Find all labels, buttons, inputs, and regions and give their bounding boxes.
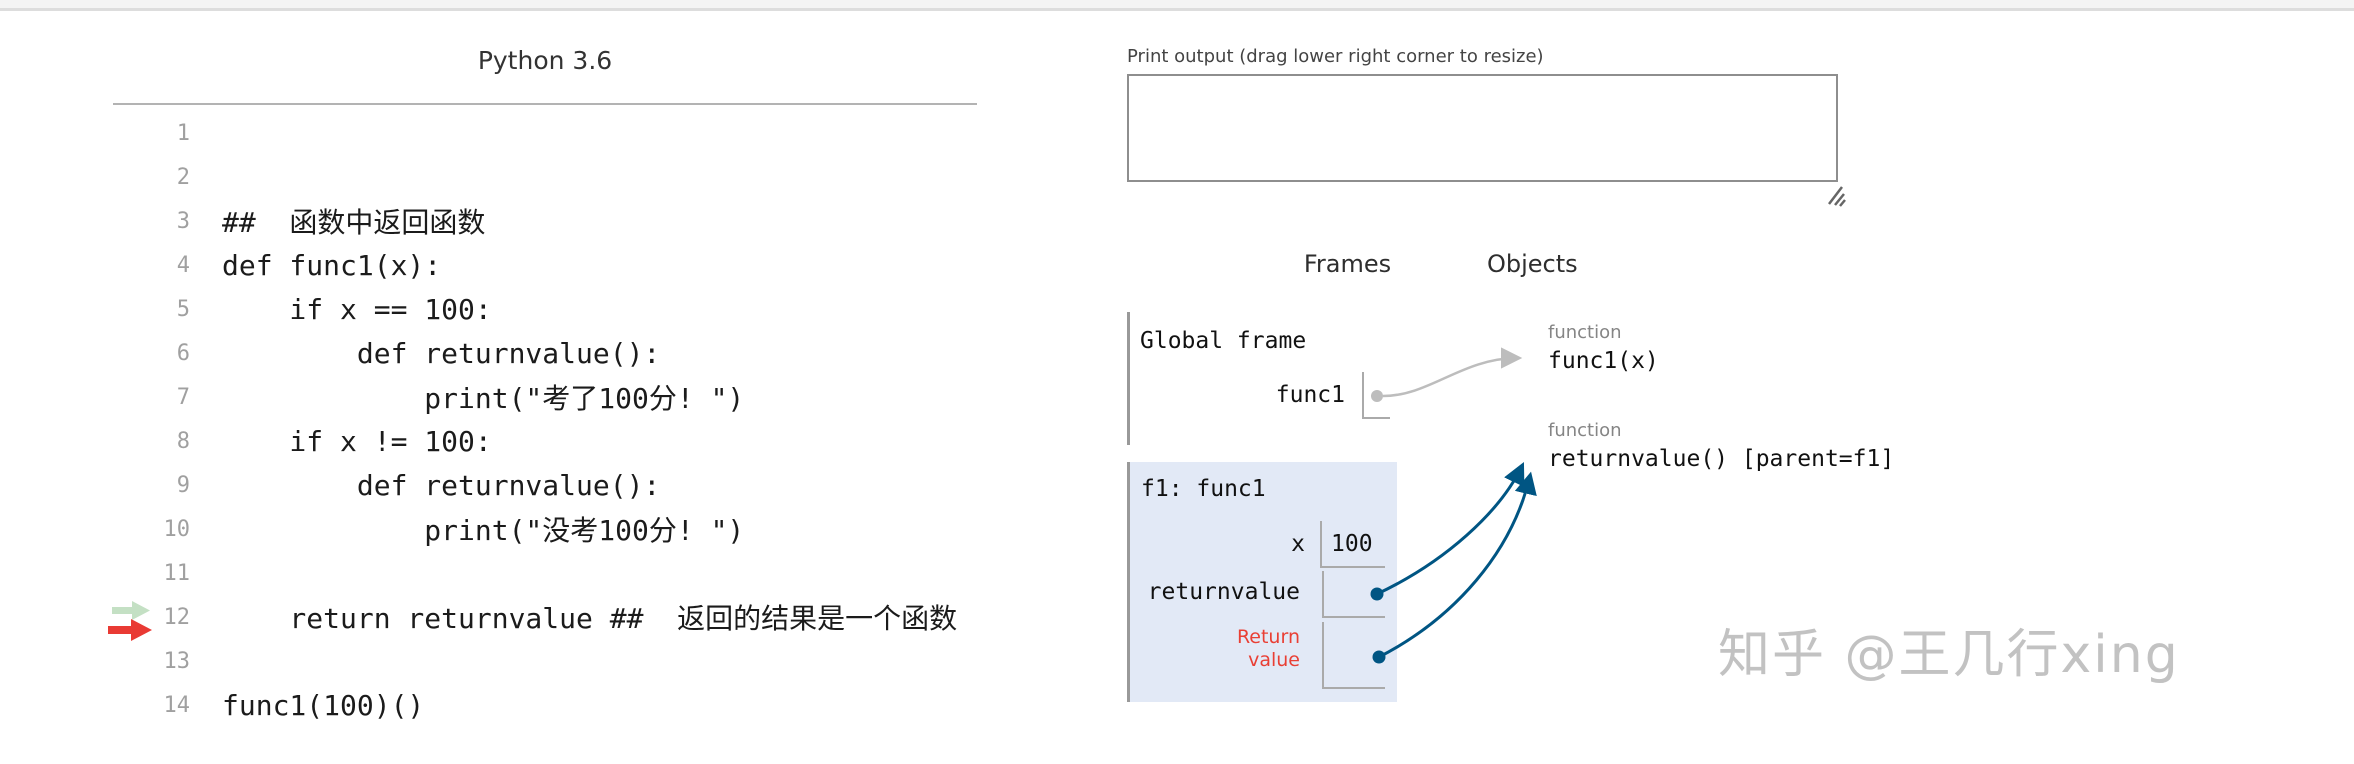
line-number: 2 <box>176 164 190 190</box>
pointer-retval-to-object <box>1378 471 1537 659</box>
line-number: 7 <box>176 384 190 410</box>
code-line: 7 print("考了100分! ") <box>110 375 1160 419</box>
line-number: 12 <box>163 604 191 630</box>
variable-value-cell-func1 <box>1362 372 1390 419</box>
code-line: 11 <box>110 551 1160 595</box>
code-text: return returnvalue ## 返回的结果是一个函数 <box>222 602 958 635</box>
code-line: 8 if x != 100: <box>110 419 1160 463</box>
variable-name-returnvalue: returnvalue <box>1147 579 1300 605</box>
line-number: 11 <box>163 560 191 586</box>
line-number: 5 <box>176 296 190 322</box>
pointer-arrows <box>1370 347 1537 664</box>
line-number: 14 <box>163 692 191 718</box>
object-func1: func1(x) <box>1548 348 1659 374</box>
pointer-func1-to-object <box>1382 347 1523 398</box>
object-type-label: function <box>1548 420 1622 441</box>
line-number: 9 <box>176 472 190 498</box>
current-line-arrow-icon <box>108 619 152 641</box>
code-line: 14 func1(100)() <box>110 683 1160 727</box>
variable-name-func1: func1 <box>1275 382 1345 408</box>
code-text: if x != 100: <box>222 424 492 458</box>
line-number: 1 <box>176 120 190 146</box>
variable-name-x: x <box>1291 531 1305 557</box>
pointer-dot-func1 <box>1371 390 1383 402</box>
line-number: 8 <box>176 428 190 454</box>
line-number: 6 <box>176 340 190 366</box>
code-text: ## 函数中返回函数 <box>222 206 486 239</box>
object-returnvalue: returnvalue() [parent=f1] <box>1548 446 1895 472</box>
code-line: 5 if x == 100: <box>110 287 1160 331</box>
variable-value-cell-x <box>1320 521 1385 568</box>
code-line: 3 ## 函数中返回函数 <box>110 199 1160 243</box>
global-frame-label: Global frame <box>1140 328 1307 354</box>
line-number: 13 <box>163 648 191 674</box>
code-line: 4 def func1(x): <box>110 243 1160 287</box>
code-text: print("没考100分! ") <box>222 514 745 547</box>
code-title-divider <box>113 103 977 105</box>
code-text: if x == 100: <box>222 292 492 326</box>
zhihu-watermark: 知乎 @王几行xing <box>1718 625 2180 685</box>
execution-arrows <box>108 601 152 641</box>
code-line: 9 def returnvalue(): <box>110 463 1160 507</box>
f1-frame-label: f1: func1 <box>1141 476 1266 502</box>
code-text: def func1(x): <box>222 248 442 282</box>
code-line: 13 <box>110 639 1160 683</box>
print-output-label: Print output (drag lower right corner to… <box>1127 46 1544 67</box>
code-line: 10 print("没考100分! ") <box>110 507 1160 551</box>
print-output-textarea[interactable] <box>1127 74 1838 182</box>
global-frame <box>1127 312 1387 445</box>
resize-grip-icon[interactable] <box>1820 184 1848 208</box>
variable-value-cell-returnvalue <box>1322 571 1385 618</box>
line-number: 4 <box>176 252 190 278</box>
variable-value-x: 100 <box>1331 531 1373 557</box>
code-text: print("考了100分! ") <box>222 382 745 415</box>
object-type-label: function <box>1548 322 1622 343</box>
code-line: 6 def returnvalue(): <box>110 331 1160 375</box>
code-text: def returnvalue(): <box>222 336 661 370</box>
pointer-dot-retval <box>1372 650 1386 664</box>
pointer-returnvalue-to-object <box>1376 461 1525 596</box>
code-listing: 1 2 3 ## 函数中返回函数 4 def func1(x): 5 if x ==… <box>110 111 1160 727</box>
line-number: 10 <box>163 516 191 542</box>
return-value-cell <box>1322 622 1385 689</box>
code-text: def returnvalue(): <box>222 468 661 502</box>
code-line-current: 12 return returnvalue ## 返回的结果是一个函数 <box>110 595 1160 639</box>
frames-header: Frames <box>1303 250 1392 278</box>
line-number: 3 <box>176 208 190 234</box>
python-version-title: Python 3.6 <box>477 46 613 75</box>
browser-chrome-strip <box>0 0 2354 11</box>
prev-line-arrow-icon <box>112 601 150 620</box>
code-line: 2 <box>110 155 1160 199</box>
objects-header: Objects <box>1487 250 1578 278</box>
f1-frame <box>1127 462 1397 702</box>
pointer-dot-returnvalue <box>1370 587 1384 601</box>
code-line: 1 <box>110 111 1160 155</box>
code-text: func1(100)() <box>222 688 425 722</box>
